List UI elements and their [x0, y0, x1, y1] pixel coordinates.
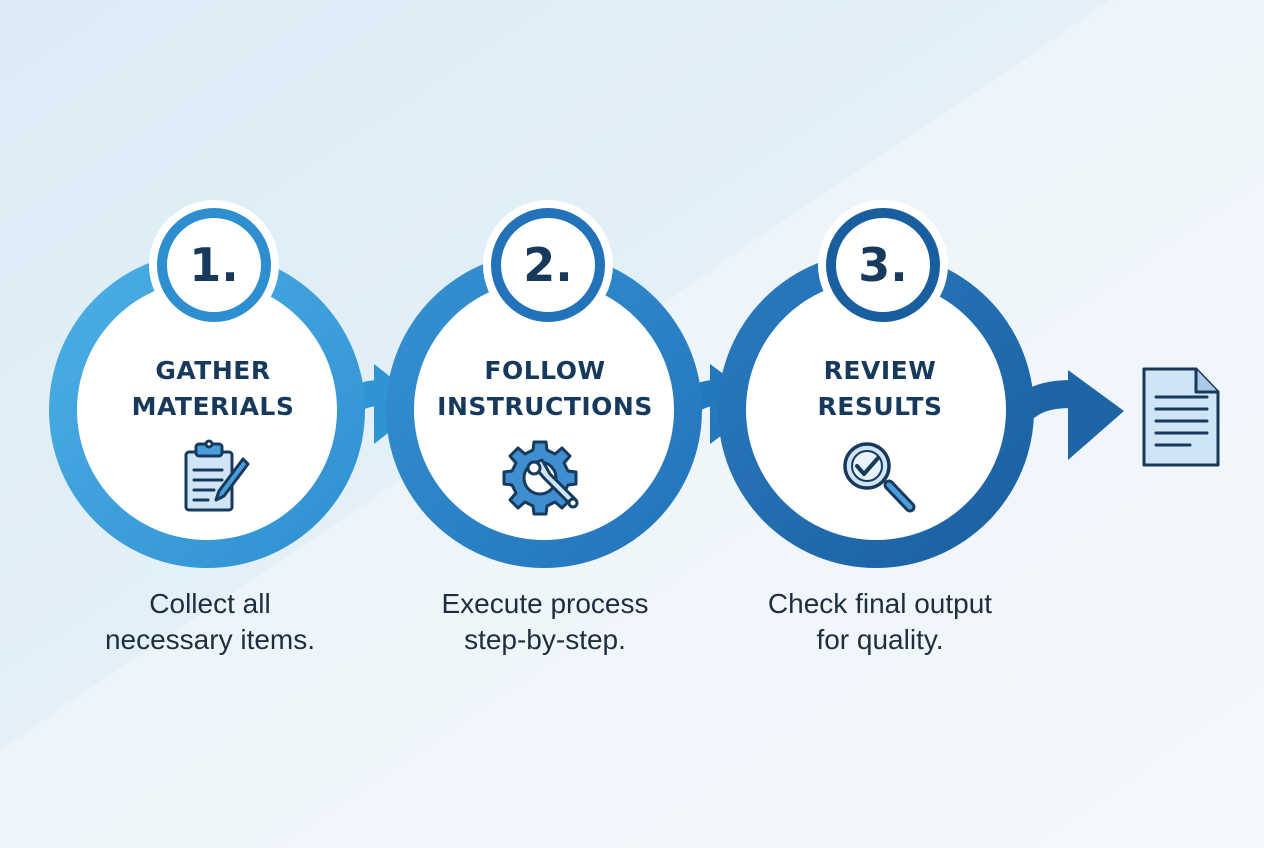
step-2-desc-line1: Execute process	[441, 588, 649, 619]
step-3-desc-line1: Check final output	[767, 588, 993, 619]
step-3-title-line1: REVIEW	[823, 356, 937, 385]
step-3-number: 3.	[858, 238, 908, 292]
step-1-title-line1: GATHER	[155, 356, 271, 385]
gear-wrench-icon	[502, 440, 579, 516]
step-2-title-line2: INSTRUCTIONS	[437, 392, 653, 421]
step-1-desc-line1: Collect all	[149, 588, 271, 619]
step-1-title-line2: MATERIALS	[131, 392, 295, 421]
step-2-desc-line2: step-by-step.	[464, 624, 626, 655]
step-2-ring	[386, 200, 702, 568]
document-icon	[1142, 367, 1220, 467]
step-2-number: 2.	[523, 238, 573, 292]
step-1-ring	[49, 200, 365, 568]
step-3-title: REVIEW RESULTS	[730, 353, 1030, 425]
step-3-ring	[718, 200, 1034, 568]
step-3-desc-line2: for quality.	[816, 624, 944, 655]
step-1-title: GATHER MATERIALS	[63, 353, 363, 425]
magnifier-check-icon	[843, 442, 916, 513]
step-2-title: FOLLOW INSTRUCTIONS	[395, 353, 695, 425]
step-1-number: 1.	[189, 238, 239, 292]
step-2-title-line1: FOLLOW	[484, 356, 606, 385]
step-1-desc-line2: necessary items.	[104, 624, 316, 655]
step-3-description: Check final output for quality.	[720, 586, 1040, 658]
step-3-title-line2: RESULTS	[817, 392, 943, 421]
step-1-description: Collect all necessary items.	[50, 586, 370, 658]
clipboard-pencil-icon	[184, 439, 250, 512]
step-2-description: Execute process step-by-step.	[385, 586, 705, 658]
